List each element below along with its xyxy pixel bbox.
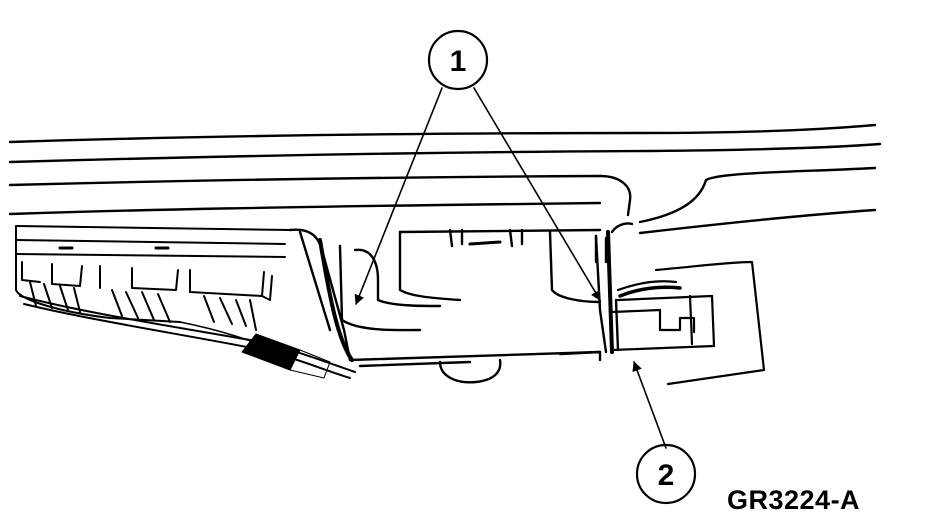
callout-circle-2	[635, 443, 697, 505]
callout-number-1: 1	[450, 45, 467, 78]
leader-arrows	[354, 87, 667, 449]
module-housing	[288, 222, 634, 384]
callout-circle-1	[427, 29, 489, 91]
dash-trim-lines	[8, 123, 882, 235]
callout-number-2: 2	[658, 459, 675, 492]
wire-harness	[19, 295, 356, 379]
figure-code-label: GR3224-A	[727, 485, 861, 515]
cluster-housing	[15, 225, 291, 331]
connector-block	[610, 260, 766, 386]
